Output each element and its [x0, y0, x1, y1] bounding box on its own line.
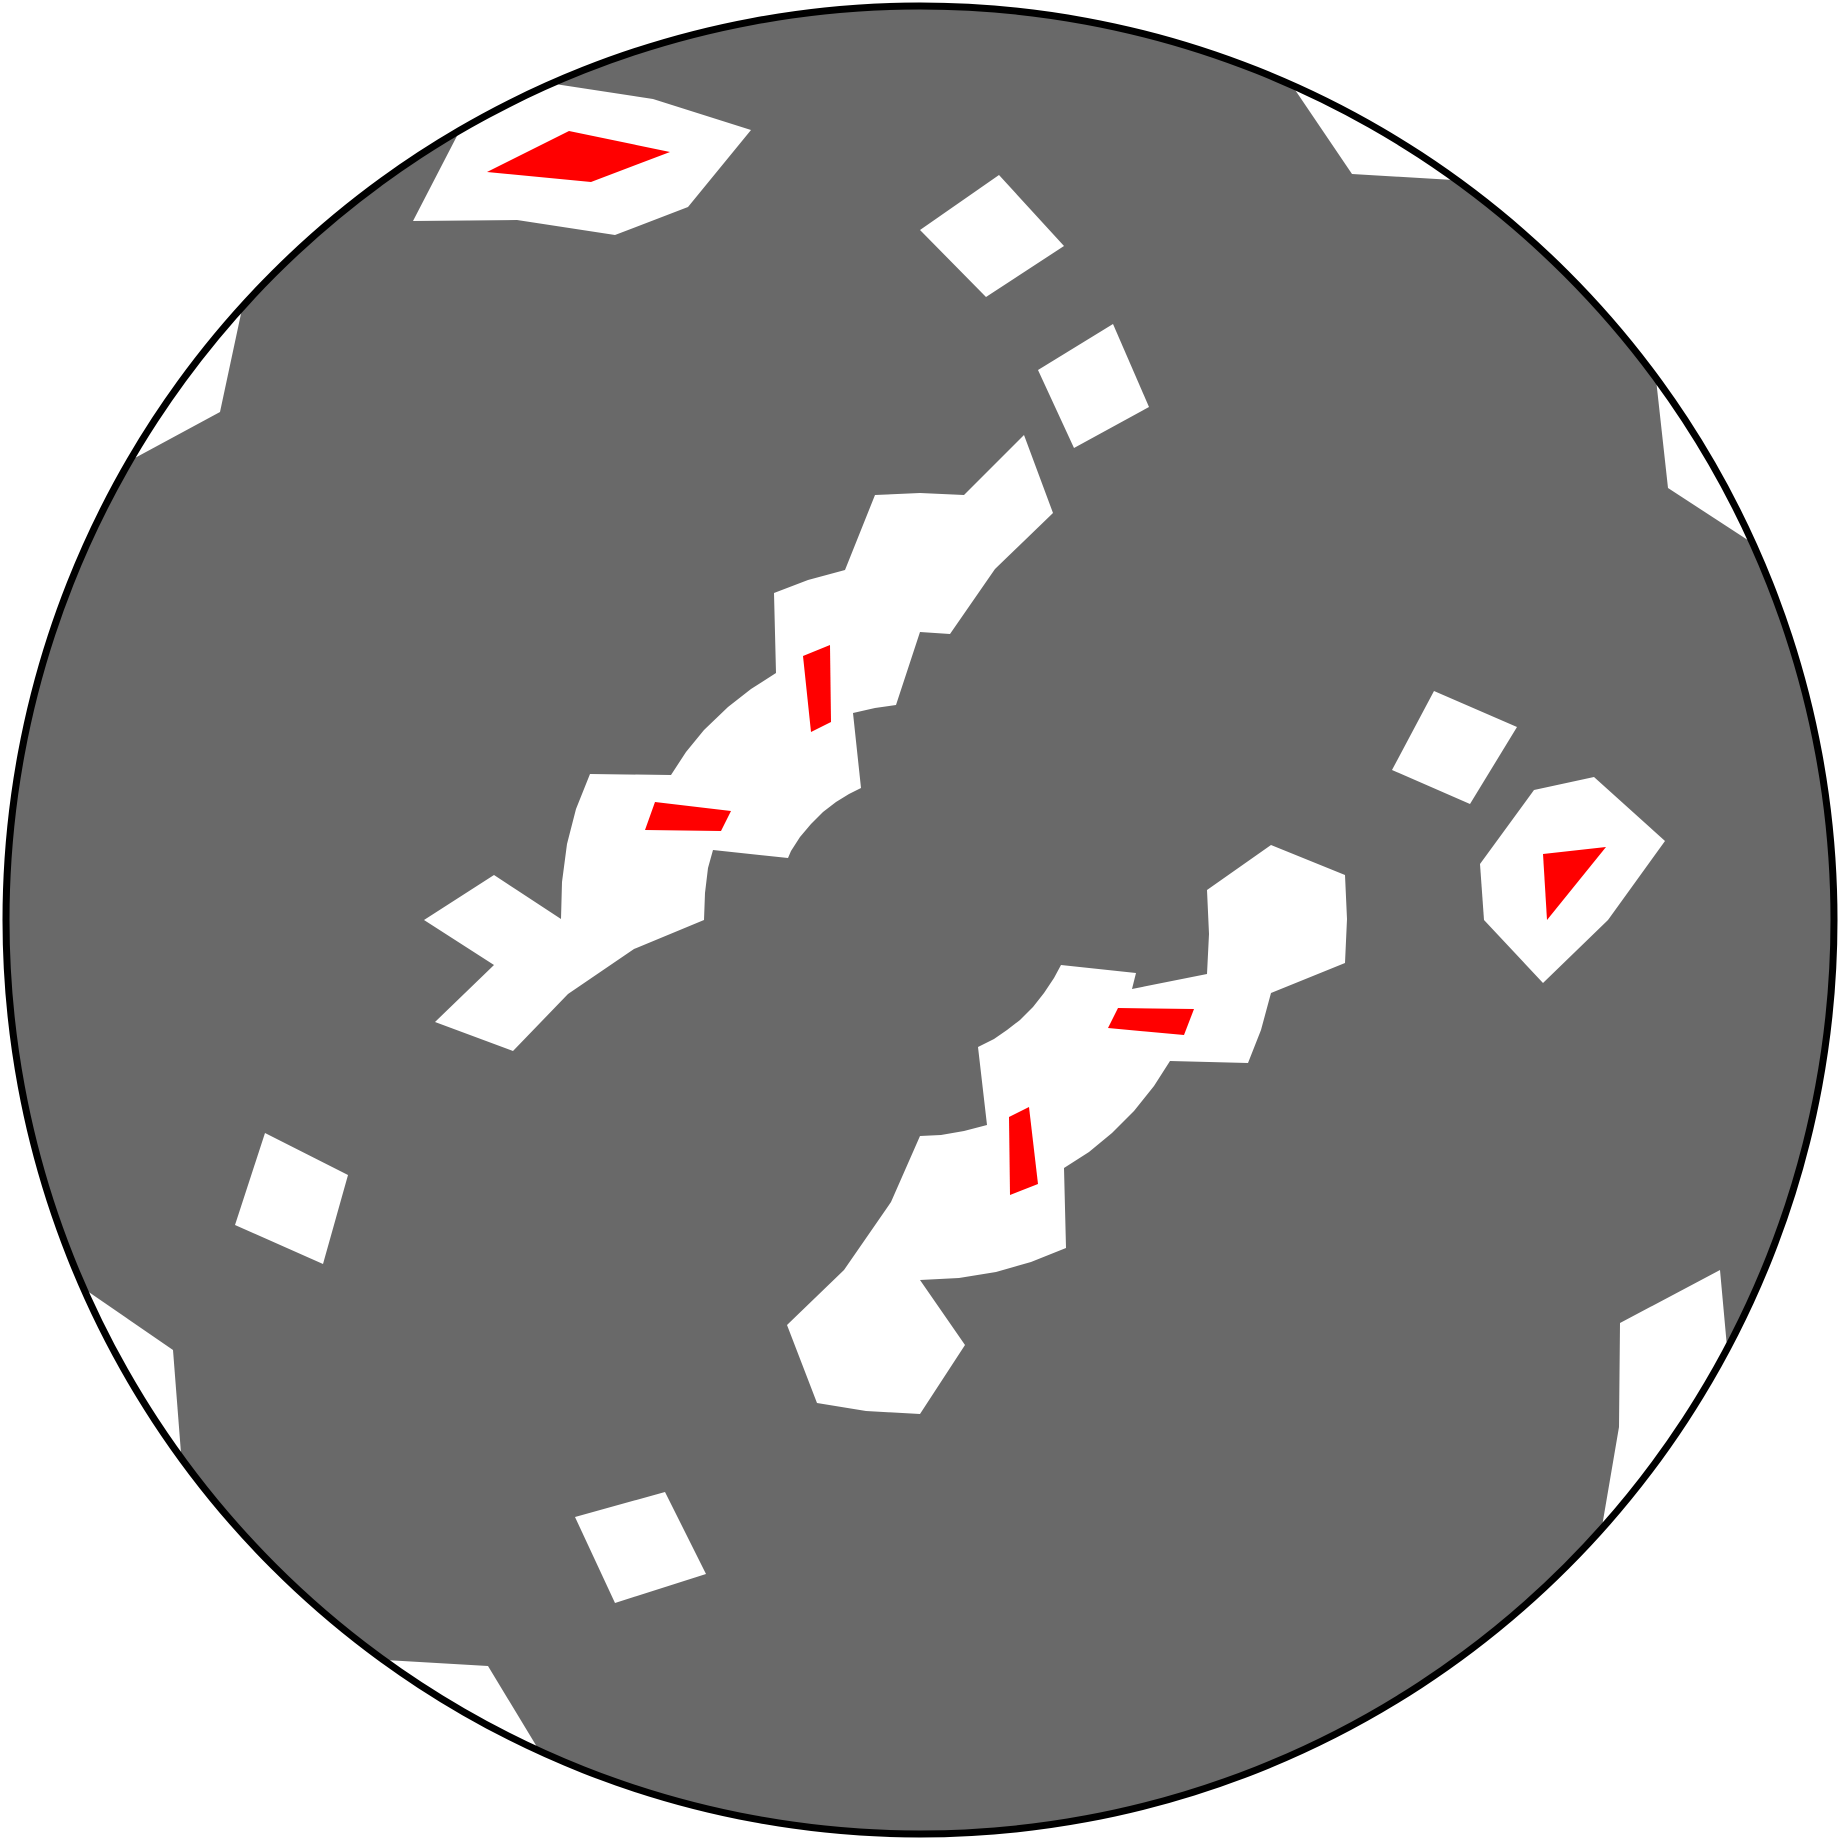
cutout-ridge-upper	[424, 435, 1053, 1051]
highlight-ridge-lower-2	[1009, 1107, 1038, 1195]
highlight-right-island	[1543, 847, 1606, 920]
cutout-diamond-4	[235, 1133, 348, 1264]
cutout-ridge-lower	[787, 845, 1347, 1414]
highlight-ridge-upper-2	[645, 802, 731, 831]
highlight-ridge-lower-1	[1108, 1008, 1194, 1035]
cutout-diamond-1	[920, 175, 1064, 297]
highlight-ridge-upper-1	[803, 645, 831, 732]
disk-fill	[6, 6, 1834, 1834]
highlight-top-left	[487, 131, 670, 182]
cutout-diamond-3	[1392, 691, 1517, 804]
inner-cutouts	[235, 84, 1665, 1603]
highlights	[487, 131, 1606, 1195]
cutout-diamond-2	[1038, 324, 1149, 448]
cutout-diamond-5	[575, 1492, 706, 1603]
